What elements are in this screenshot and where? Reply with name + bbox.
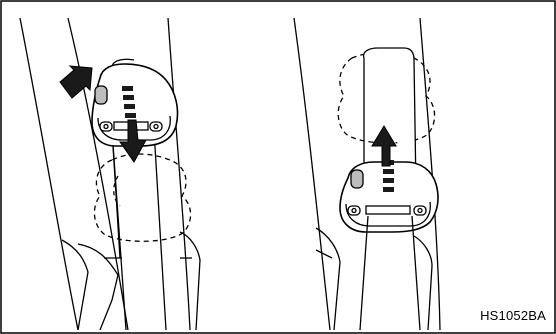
belt-lower-right xyxy=(412,216,420,330)
belt-lower-left xyxy=(360,216,368,330)
pillar-edge-left xyxy=(294,18,330,330)
arrow-right-down-icon xyxy=(60,66,92,98)
belt-edge-right xyxy=(154,130,166,330)
belt-slot xyxy=(366,206,410,214)
pillar-edge-left xyxy=(20,18,78,330)
trim-right xyxy=(180,232,200,330)
figure-code-label: HS1052BA xyxy=(480,308,546,323)
anchor-ghost-lower xyxy=(94,154,190,241)
trim-line xyxy=(316,250,332,258)
release-button xyxy=(95,86,107,104)
release-button xyxy=(351,170,363,188)
belt-edge-left-low xyxy=(112,130,126,330)
pillar-edge-right xyxy=(168,18,190,330)
right-panel xyxy=(294,18,440,330)
trim-inner xyxy=(78,244,118,330)
left-panel xyxy=(20,18,200,330)
